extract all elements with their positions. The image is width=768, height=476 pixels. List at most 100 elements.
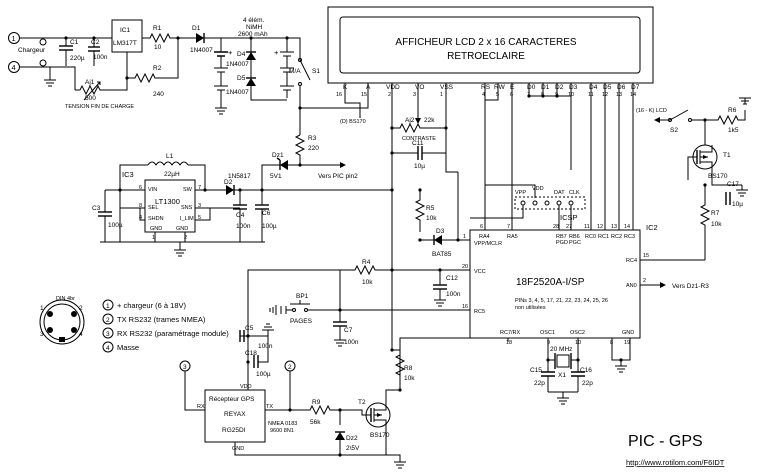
- pic-n7: 7: [507, 224, 510, 230]
- r2-resistor: R2 240: [127, 38, 179, 98]
- r3-value: 220: [308, 145, 319, 152]
- lcd-pinnum-2: 2: [388, 92, 391, 98]
- battery-line1: 4 élém.: [243, 17, 265, 24]
- c7-value: 100n: [344, 339, 359, 346]
- lcd-pin-rw: RW: [494, 84, 506, 91]
- icsp-vpp: VPP: [515, 190, 526, 196]
- ic1-part: LM317T: [113, 40, 137, 47]
- d3-label: D3: [436, 228, 445, 235]
- gps-vdd: VDD: [240, 384, 252, 390]
- pic-rc5: RC5: [474, 309, 485, 315]
- gps-conn-3: 3: [183, 364, 187, 371]
- pic-rc4: RC4: [626, 258, 637, 264]
- backlight-section: (16 - K) LCD S2 R6 1k5 T1 BS170 C17 10µ …: [636, 97, 751, 260]
- c2-value: 100n: [93, 54, 108, 61]
- contraste-label: CONTRASTE: [402, 136, 436, 142]
- t2-label: T2: [358, 399, 366, 406]
- c4-capacitor: C4 100n: [233, 190, 251, 242]
- c2-label: C2: [91, 39, 100, 46]
- conn-4-number: 4: [12, 63, 16, 72]
- d1-label: D1: [192, 25, 201, 32]
- bp1-label: BP1: [296, 293, 309, 300]
- pic-ra4: RA4: [479, 234, 490, 240]
- legend-item-3: RX RS232 (paramétrage module): [117, 329, 229, 338]
- pic-n1: 1: [463, 234, 466, 240]
- svg-text:4: 4: [79, 331, 83, 338]
- legend-item-4: Masse: [117, 343, 139, 352]
- lcd-pin-d2: D2: [555, 84, 564, 91]
- c12-capacitor: C12 100n: [433, 270, 461, 307]
- gps-conn-2: 2: [288, 364, 292, 371]
- battery-line2: NiMH: [246, 24, 263, 31]
- pic-osc1: OSC1: [540, 330, 555, 336]
- pic-vcc: VCC: [474, 269, 486, 275]
- r9-value: 56k: [310, 419, 321, 426]
- lcd-pin-rs: RS: [481, 84, 491, 91]
- c4-label: C4: [236, 212, 245, 219]
- c7-capacitor: C7 100n: [333, 321, 359, 347]
- d2-label: D2: [224, 179, 233, 186]
- c17-label: C17: [727, 181, 739, 188]
- c1-value: 220µ: [70, 55, 85, 62]
- d1-value: 1N4007: [190, 47, 213, 54]
- dz2-zener: Dz2 2\5V: [335, 431, 360, 455]
- crystal-section: 20 MHz X1 C15 22p C16 22p: [530, 338, 593, 405]
- pic-pgd: PGD: [556, 240, 568, 246]
- pic-vppmclr: VPP/MCLR: [474, 241, 502, 247]
- pic-an0: AN0: [626, 283, 637, 289]
- dz1-value: 5V1: [270, 173, 282, 180]
- ic2-pic: IC2 18F2520A-I/SP PINs 3, 4, 5, 17, 21, …: [462, 223, 658, 346]
- r8-label: R8: [404, 365, 413, 372]
- ic2-part: 18F2520A-I/SP: [516, 277, 585, 288]
- r4-value: 10k: [362, 279, 373, 286]
- gps-line1: Récepteur GPS: [209, 396, 255, 403]
- c15-value: 22p: [534, 380, 545, 387]
- pic-n2: 2: [643, 278, 646, 284]
- r1-value: 10: [154, 44, 162, 51]
- lcd-pinnum-3: 3: [413, 92, 416, 98]
- nmea-line1: NMEA 0183: [268, 421, 297, 427]
- gps-line3: RG25DI: [222, 427, 246, 434]
- l1-label: L1: [166, 153, 174, 160]
- svg-text:3: 3: [40, 331, 44, 338]
- d4-label: D4: [237, 51, 246, 58]
- c11-value: 10µ: [414, 163, 425, 170]
- pic-gnd: GND: [622, 330, 634, 336]
- c7-label: C7: [344, 327, 353, 334]
- r7-value: 10k: [711, 221, 722, 228]
- svg-text:2: 2: [79, 305, 83, 312]
- d3-diode: D3 BAT85: [420, 228, 458, 258]
- c1-capacitor: C1 220µ: [59, 38, 85, 66]
- aj2-value: 22k: [424, 117, 435, 124]
- r6-label: R6: [728, 107, 737, 114]
- dz1-zener: Dz1 5V1: [261, 152, 300, 190]
- pic-osc2: OSC2: [570, 330, 585, 336]
- r6-value: 1k5: [728, 127, 739, 134]
- pic-rc3: RC3: [624, 234, 635, 240]
- legend-num-2: 2: [106, 317, 110, 324]
- lcd-pin-d3: D3: [569, 84, 578, 91]
- lcd-k-label: (16 - K) LCD: [636, 108, 667, 114]
- ic3-n3: 3: [198, 203, 201, 209]
- lcd-pinnum-15: 15: [361, 92, 367, 98]
- legend-num-1: 1: [106, 303, 110, 310]
- r7-label: R7: [711, 210, 720, 217]
- c6-label: C6: [262, 210, 271, 217]
- c3-value: 100µ: [108, 222, 123, 229]
- pic-n19: 19: [624, 340, 630, 346]
- aj2-trimmer: Aj2 22k CONTRASTE (D) BS170: [340, 110, 446, 142]
- svg-text:1: 1: [40, 305, 44, 312]
- c18-value: 100µ: [256, 371, 271, 378]
- pic-n13: 13: [611, 224, 617, 230]
- lcd-pin-d1: D1: [541, 84, 550, 91]
- pic-n18: 18: [506, 340, 512, 346]
- svg-text:+: +: [274, 48, 279, 57]
- pic-n20: 20: [462, 264, 468, 270]
- lcd-pin-vdd: VDD: [386, 84, 400, 91]
- c18-capacitor: C18 100µ: [245, 323, 274, 378]
- r5-label: R5: [426, 205, 435, 212]
- ic3-n1: 1: [152, 235, 155, 241]
- s1-label: S1: [312, 68, 320, 75]
- vers-dz-label: Vers Dz1-R3: [672, 283, 709, 290]
